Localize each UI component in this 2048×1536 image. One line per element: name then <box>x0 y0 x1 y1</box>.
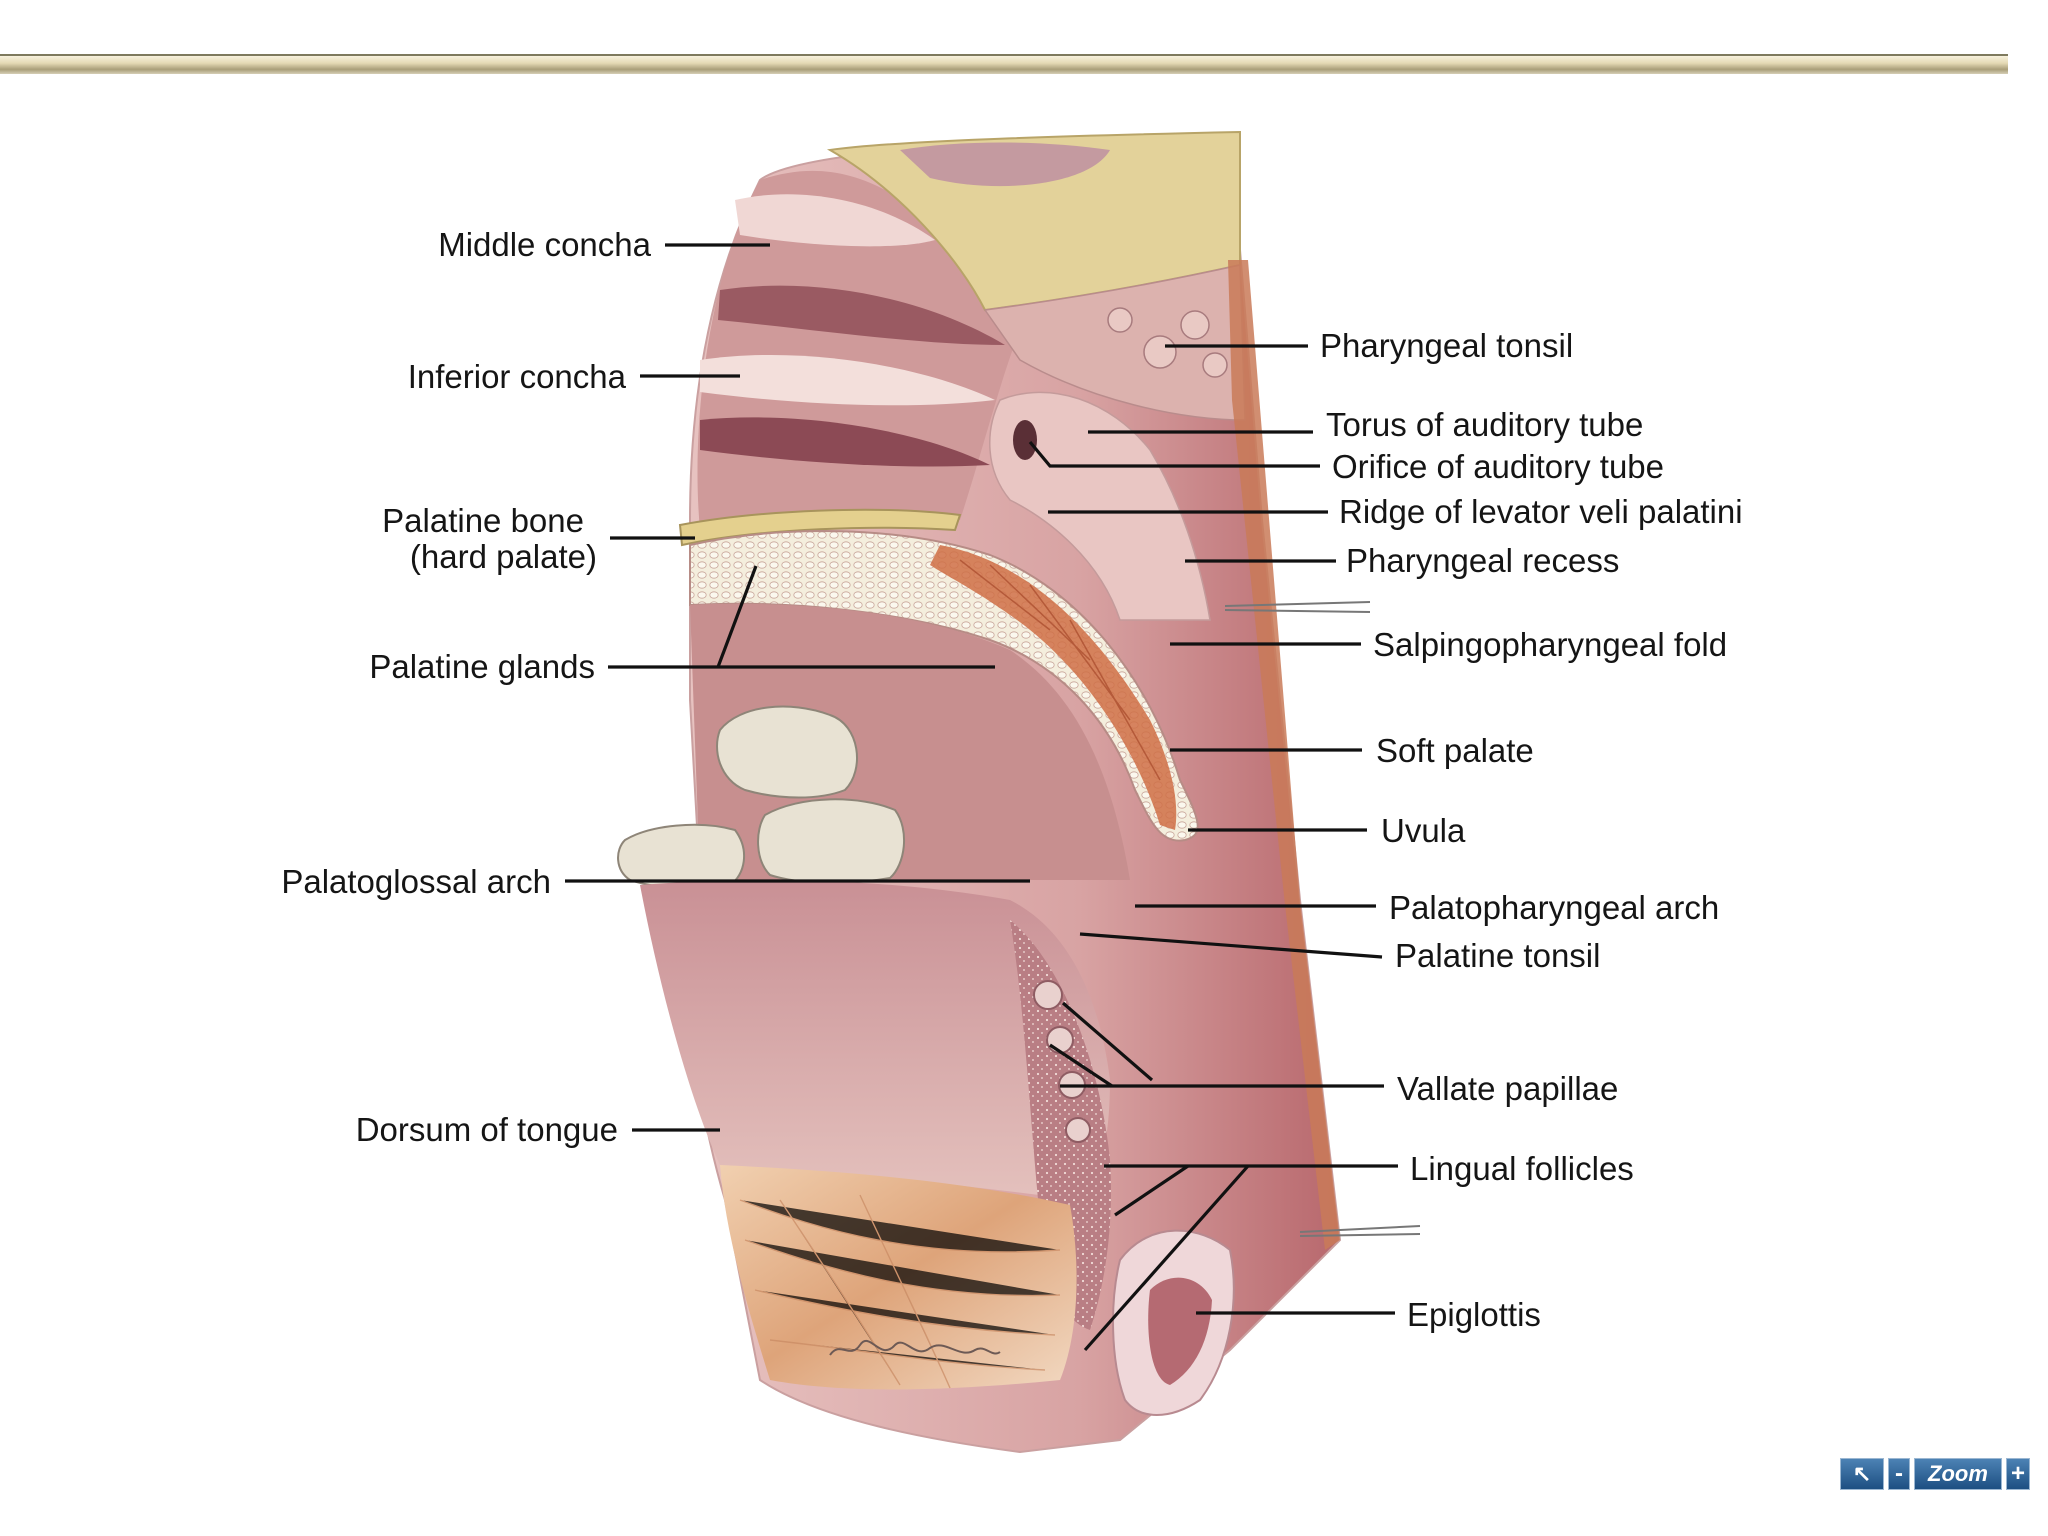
label-soft-palate: Soft palate <box>1376 732 1534 769</box>
label-palatine-bone-line2: (hard palate) <box>410 538 597 575</box>
back-arrow-icon[interactable]: ↖ <box>1840 1458 1884 1490</box>
inferior-concha-shape <box>700 354 995 406</box>
tongue-posterior <box>1010 920 1111 1330</box>
soft-palate-shape <box>689 530 1199 842</box>
auditory-tube-orifice <box>1013 420 1037 460</box>
leader-lines <box>565 243 1398 1352</box>
label-orifice-auditory-tube: Orifice of auditory tube <box>1332 448 1664 485</box>
label-salpingopharyngeal-fold: Salpingopharyngeal fold <box>1373 626 1727 663</box>
label-lingual-follicles: Lingual follicles <box>1410 1150 1634 1187</box>
zoom-label[interactable]: Zoom <box>1914 1458 2002 1490</box>
illustration <box>617 130 1421 1454</box>
epiglottis-lumen <box>1148 1277 1212 1385</box>
label-palatine-bone-line1: Palatine bone <box>382 502 584 539</box>
label-palatopharyngeal-arch: Palatopharyngeal arch <box>1389 889 1719 926</box>
label-ridge-levator: Ridge of levator veli palatini <box>1339 493 1743 530</box>
upper-molar <box>716 705 858 799</box>
label-pharyngeal-tonsil: Pharyngeal tonsil <box>1320 327 1573 364</box>
sphenoid-sinus <box>900 142 1110 187</box>
label-epiglottis: Epiglottis <box>1407 1296 1541 1333</box>
leader-vallate-branch-2 <box>1049 1043 1113 1088</box>
leader-lingual-branch-2 <box>1083 1164 1250 1352</box>
label-inferior-concha: Inferior concha <box>408 358 627 395</box>
labels-right: Pharyngeal tonsil Torus of auditory tube… <box>1320 327 1743 1333</box>
soft-palate-muscle-fibers <box>959 559 1161 781</box>
label-palatoglossal-arch: Palatoglossal arch <box>281 863 551 900</box>
soft-palate-muscle <box>930 545 1177 830</box>
label-torus-auditory-tube: Torus of auditory tube <box>1326 406 1643 443</box>
zoom-in-button[interactable]: + <box>2006 1458 2030 1490</box>
label-palatine-glands: Palatine glands <box>369 648 595 685</box>
middle-concha-fold <box>718 285 1005 345</box>
top-frame-bar <box>0 54 2008 74</box>
label-middle-concha: Middle concha <box>438 226 651 263</box>
middle-concha-shape <box>735 194 935 247</box>
leader-palatine-tonsil <box>1079 932 1383 959</box>
torus-tubarius-shape <box>989 391 1211 621</box>
inferior-meatus <box>700 417 990 467</box>
pharyngeal-wall-stripe <box>1228 260 1340 1250</box>
tongue-shape <box>640 880 1110 1200</box>
teeth <box>617 705 906 890</box>
pharyngeal-tonsil-nodules <box>1107 307 1228 378</box>
labels-left: Middle concha Inferior concha Palatine b… <box>281 226 651 1148</box>
leader-palatine-glands-branch <box>716 565 758 668</box>
label-palatine-tonsil: Palatine tonsil <box>1395 937 1600 974</box>
label-uvula: Uvula <box>1381 812 1466 849</box>
leader-vallate-branch-1 <box>1061 1001 1154 1082</box>
artist-signature <box>829 1339 1001 1356</box>
zoom-out-button[interactable]: - <box>1888 1458 1910 1490</box>
zoom-control: ↖ - Zoom + <box>1840 1458 2030 1490</box>
lower-premolar <box>617 823 746 890</box>
leader-orifice <box>1028 440 1320 468</box>
label-dorsum-of-tongue: Dorsum of tongue <box>356 1111 618 1148</box>
tongue-muscle-fibers <box>739 1194 1061 1389</box>
lower-molar <box>757 798 906 884</box>
label-pharyngeal-recess: Pharyngeal recess <box>1346 542 1619 579</box>
leader-lingual-branch-1 <box>1114 1164 1189 1217</box>
retractor-hooks <box>1224 601 1421 1237</box>
label-vallate-papillae: Vallate papillae <box>1397 1070 1618 1107</box>
